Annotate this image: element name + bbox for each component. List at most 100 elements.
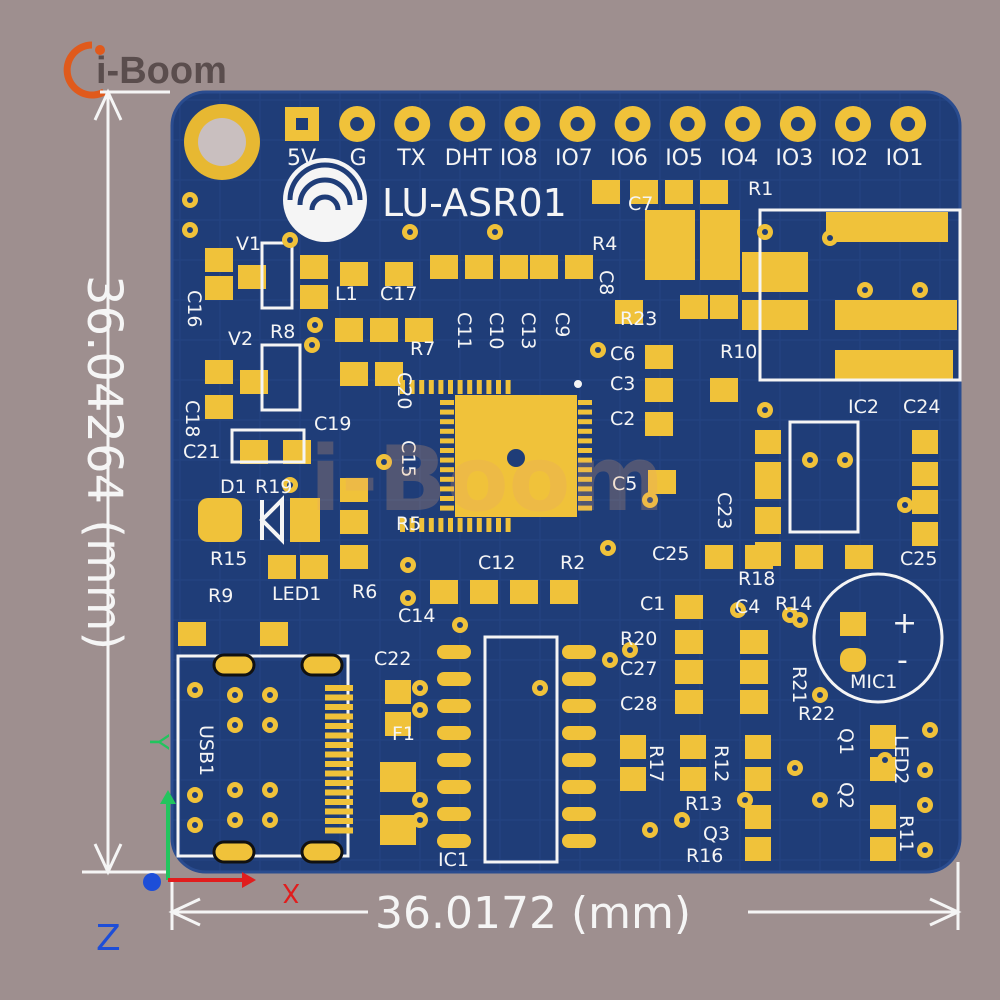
- pin-label: IO2: [831, 146, 869, 171]
- component-label: R6: [352, 581, 377, 603]
- pin-label: TX: [396, 146, 426, 171]
- height-dimension: [82, 88, 170, 876]
- mic-plus: +: [892, 606, 917, 641]
- component-label: R11: [895, 815, 917, 852]
- component-label: L1: [335, 283, 358, 305]
- component-label: R1: [748, 178, 773, 200]
- component-label: Q3: [703, 823, 730, 845]
- component-label: R10: [720, 341, 757, 363]
- component-label: C27: [620, 658, 657, 680]
- logo-text: i-Boom: [96, 50, 227, 92]
- axis-z-label: Z: [96, 918, 121, 959]
- component-label: C19: [314, 413, 351, 435]
- component-label: R9: [208, 585, 233, 607]
- component-label: C15: [397, 440, 419, 477]
- component-label: R16: [686, 845, 723, 867]
- component-label: IC1: [438, 849, 469, 871]
- component-label: D1: [220, 476, 247, 498]
- component-label: MIC1: [850, 671, 897, 693]
- component-label: R13: [685, 793, 722, 815]
- component-label: C14: [398, 605, 435, 627]
- component-label: R15: [210, 548, 247, 570]
- component-label: C25: [900, 548, 937, 570]
- component-label: IC2: [848, 396, 879, 418]
- component-label: R14: [775, 593, 812, 615]
- component-label: C20: [393, 372, 415, 409]
- usb-connector: [176, 653, 353, 864]
- width-dimension-label: 36.0172 (mm): [375, 888, 691, 939]
- logo-icon: [63, 41, 106, 99]
- component-label: V2: [228, 328, 253, 350]
- mic-minus: -: [897, 643, 908, 678]
- component-label: C8: [595, 270, 617, 295]
- component-label: C4: [735, 596, 760, 618]
- component-label: R5: [396, 513, 421, 535]
- pin-header: [285, 106, 927, 142]
- component-label: R7: [410, 338, 435, 360]
- component-label: R4: [592, 233, 617, 255]
- component-label: V1: [236, 233, 261, 255]
- component-label: R21: [788, 666, 810, 703]
- component-label: R8: [270, 321, 295, 343]
- component-label: C28: [620, 693, 657, 715]
- height-dimension-label: 36.04264 (mm): [76, 275, 132, 650]
- component-label: C6: [610, 343, 635, 365]
- pin-label: IO6: [610, 146, 648, 171]
- component-label: C2: [610, 408, 635, 430]
- component-label: LED2: [890, 735, 912, 784]
- vias: [182, 192, 938, 858]
- pin-label: IO5: [665, 146, 703, 171]
- component-label: C9: [551, 312, 573, 337]
- component-label: C13: [517, 312, 539, 349]
- component-label: USB1: [195, 725, 217, 776]
- component-label: R23: [620, 308, 657, 330]
- component-label: C5: [612, 473, 637, 495]
- component-label: R2: [560, 552, 585, 574]
- pin-label: IO1: [886, 146, 924, 171]
- component-label: C16: [183, 290, 205, 327]
- pin-label: IO8: [500, 146, 538, 171]
- diode-d1: [198, 495, 320, 545]
- component-label: R20: [620, 628, 657, 650]
- component-label: C3: [610, 373, 635, 395]
- component-label: R18: [738, 568, 775, 590]
- component-label: C22: [374, 648, 411, 670]
- axis-x-label: X: [282, 877, 300, 907]
- pin-label: DHT: [445, 146, 492, 171]
- pin-label: G: [350, 146, 367, 171]
- component-label: C25: [652, 543, 689, 565]
- ic1-chip: [437, 635, 596, 864]
- component-label: C10: [485, 312, 507, 349]
- component-label: Q1: [835, 728, 857, 755]
- component-label: C24: [903, 396, 940, 418]
- component-label: R12: [710, 745, 732, 782]
- mcu-chip: [400, 380, 592, 532]
- component-label: C23: [713, 492, 735, 529]
- component-label: R17: [645, 745, 667, 782]
- component-label: C7: [628, 193, 653, 215]
- board-name: LU-ASR01: [382, 181, 567, 225]
- ic2-outline: [788, 420, 860, 534]
- board-logo-icon: [283, 158, 367, 242]
- axis-y-label: Y: [143, 733, 173, 750]
- component-label: C17: [380, 283, 417, 305]
- component-label: C18: [181, 400, 203, 437]
- component-label: F1: [392, 723, 415, 745]
- component-label: LED1: [272, 583, 321, 605]
- component-label: R22: [798, 703, 835, 725]
- component-label: C1: [640, 593, 665, 615]
- component-label: R19: [255, 476, 292, 498]
- smd-pads: [178, 180, 962, 861]
- pin-label: IO3: [775, 146, 813, 171]
- component-label: C21: [183, 441, 220, 463]
- pin-label: IO7: [555, 146, 593, 171]
- pin-label: IO4: [720, 146, 758, 171]
- axis-gizmo: [143, 790, 256, 891]
- component-label: C12: [478, 552, 515, 574]
- mic-icon: [812, 572, 944, 704]
- component-label: Q2: [835, 782, 857, 809]
